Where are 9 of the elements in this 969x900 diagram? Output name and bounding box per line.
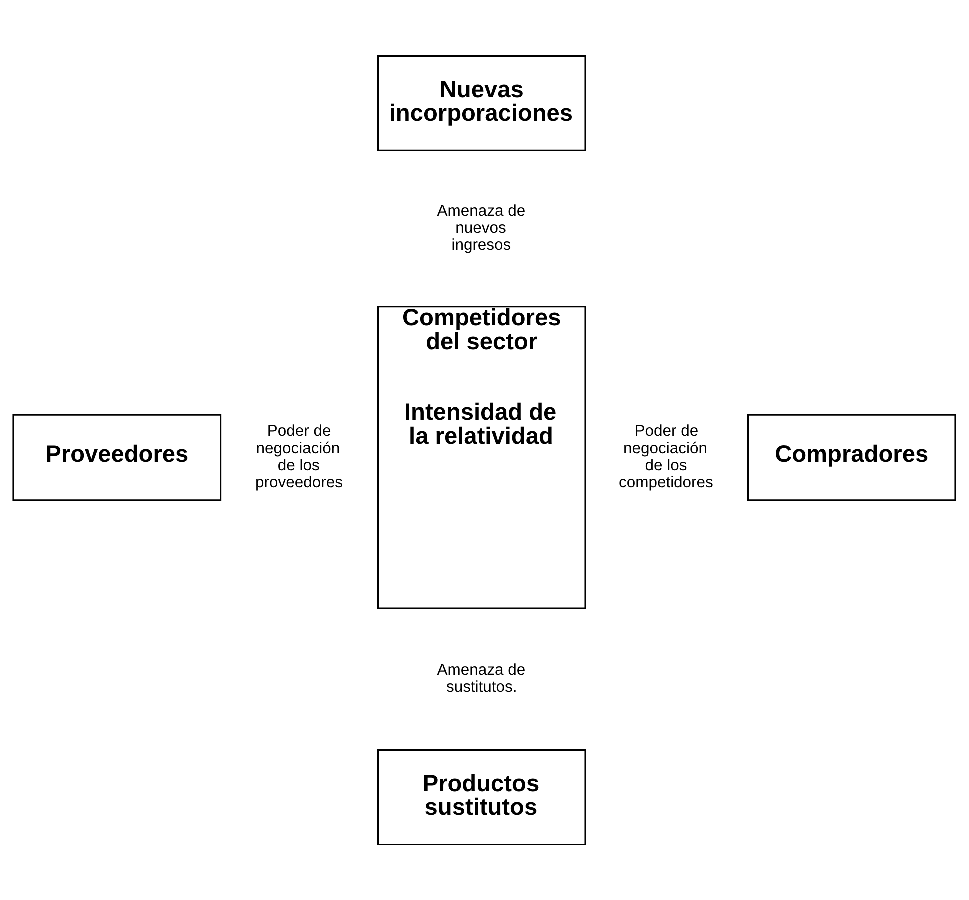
node-box: Competidores del sector Intensidad de la relatividad — [377, 306, 586, 609]
label: Amenaza de nuevos ingresos — [437, 202, 526, 254]
node-box: Proveedores — [12, 414, 222, 501]
label: Poder de negociación de los proveedores — [256, 422, 344, 491]
node-box: Nuevas incorporaciones — [377, 54, 586, 151]
label: Poder de negociación de los competidores — [618, 422, 714, 491]
node-box: Productos sustitutos — [377, 749, 586, 846]
node-box: Compradores — [747, 414, 956, 501]
label: Amenaza de sustitutos. — [437, 661, 526, 696]
